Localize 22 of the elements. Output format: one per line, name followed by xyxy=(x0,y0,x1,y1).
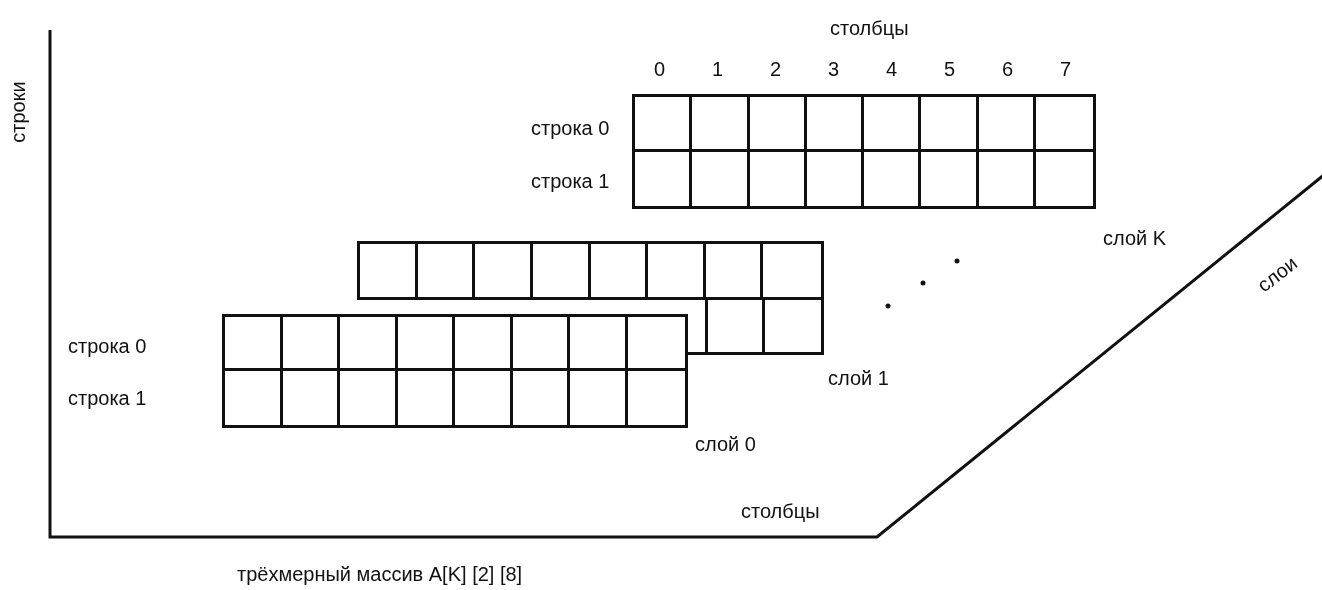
column-index: 1 xyxy=(712,57,724,81)
column-index: 6 xyxy=(1002,57,1014,81)
column-index: 4 xyxy=(886,57,898,81)
layer-label: слой 0 xyxy=(695,432,756,456)
axis-label: строки xyxy=(5,81,30,143)
column-index: 2 xyxy=(770,57,782,81)
axis-label: строка 0 xyxy=(68,334,147,358)
column-index: 7 xyxy=(1060,57,1072,81)
layer-label: слой 1 xyxy=(828,366,889,390)
axis-label: столбцы xyxy=(830,16,909,40)
column-index: 0 xyxy=(654,57,666,81)
axis-label: строка 1 xyxy=(531,169,610,193)
column-index: 3 xyxy=(828,57,840,81)
layer-label: слой K xyxy=(1103,226,1167,250)
array-grid xyxy=(222,314,688,428)
axis-label: столбцы xyxy=(741,499,820,523)
caption: трёхмерный массив A[K] [2] [8] xyxy=(237,562,523,586)
column-index: 5 xyxy=(944,57,956,81)
axis-label: слои xyxy=(1252,250,1302,298)
axis-label: строка 0 xyxy=(531,116,610,140)
array-grid xyxy=(632,94,1096,209)
axis-label: строка 1 xyxy=(68,386,147,410)
